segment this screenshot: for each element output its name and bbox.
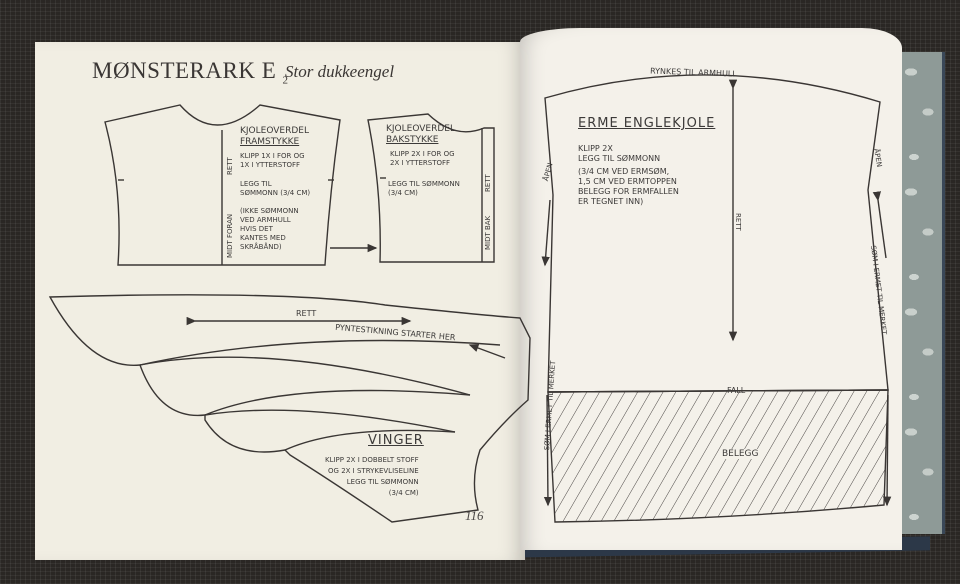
bodice-back-seam: LEGG TIL SØMMONN (3/4 CM): [388, 180, 460, 197]
bodice-front-center-label: MIDT FORAN: [226, 213, 234, 258]
bodice-back-heading: KJOLEOVERDEL: [386, 124, 455, 134]
wing-outline: [48, 294, 531, 523]
bodice-front-outline: [104, 104, 341, 266]
wings-heading: VINGER: [368, 433, 424, 448]
page-title: MØNSTERARK E 2: [92, 58, 289, 87]
bodice-back-cut: KLIPP 2X I FOR OG 2X I YTTERSTOFF: [390, 150, 455, 167]
wings-instructions: KLIPP 2X I DOBBELT STOFF OG 2X I STRYKEV…: [325, 456, 419, 497]
sleeve-facing-label: BELEGG: [722, 449, 759, 459]
sleeve-grain-label: RETT: [734, 213, 742, 231]
bodice-front-subheading: FRAMSTYKKE: [240, 137, 300, 147]
bodice-back-center-label: MIDT BAK: [484, 215, 492, 250]
sleeve-facing-outline: [547, 389, 889, 523]
wing-grain-label: RETT: [296, 309, 317, 318]
lace-endpaper: [896, 52, 945, 534]
bodice-back-outline: [367, 113, 495, 263]
left-page: [35, 42, 525, 560]
bodice-front-grain-label: RETT: [226, 157, 234, 175]
sleeve-heading: ERME ENGLEKJOLE: [578, 116, 716, 131]
page-subtitle: Stor dukkeengel: [285, 62, 395, 81]
bodice-front-seam: LEGG TIL SØMMONN (3/4 CM): [240, 180, 311, 197]
page-number: 116: [465, 508, 484, 523]
sleeve-cut: KLIPP 2X LEGG TIL SØMMONN: [578, 144, 661, 163]
bodice-front-cut: KLIPP 1X I FOR OG 1X I YTTERSTOFF: [240, 152, 305, 169]
sleeve-note: (3/4 CM VED ERMSØM, 1,5 CM VED ERMTOPPEN…: [578, 167, 679, 206]
sleeve-fold-label: FALL: [727, 386, 746, 395]
bodice-back-subheading: BAKSTYKKE: [386, 135, 439, 145]
bodice-back-grain-label: RETT: [484, 174, 492, 192]
bodice-front-note: (IKKE SØMMONN VED ARMHULL HVIS DET KANTE…: [240, 207, 299, 251]
sleeve-outline: [544, 74, 889, 393]
bodice-front-heading: KJOLEOVERDEL: [240, 126, 309, 136]
